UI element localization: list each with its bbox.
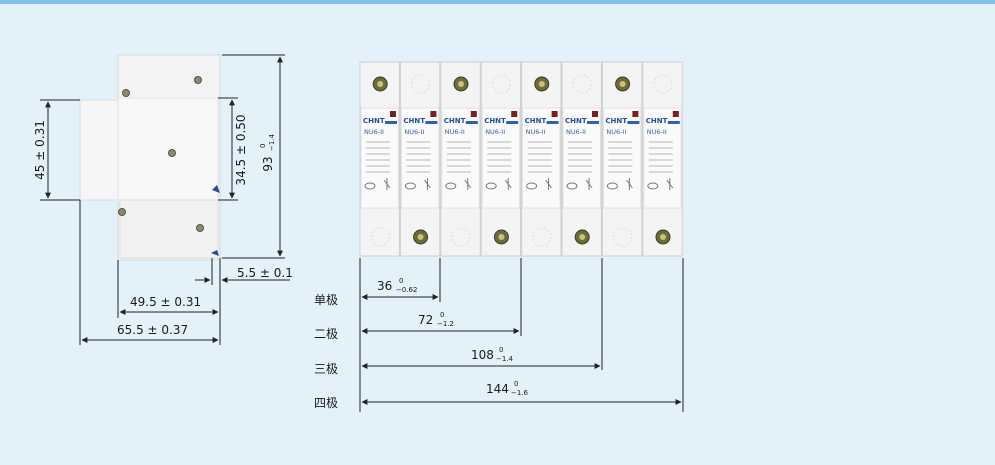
cert-icon	[647, 182, 659, 190]
terminal-cover	[451, 227, 471, 247]
cert-icon	[606, 182, 618, 190]
brand-label: CHNT	[484, 117, 506, 125]
cert-icon	[526, 182, 538, 190]
pole-dim-2: 72 0 −1.2	[418, 311, 454, 328]
pole-label-3: 三极	[314, 362, 338, 376]
pole-dim-3-value: 108	[471, 348, 494, 362]
terminal-cover	[532, 227, 552, 247]
pole-dim-1-tol-lower: −0.62	[396, 286, 417, 294]
pole-dim-lines	[359, 258, 684, 412]
symbol-icon	[424, 178, 431, 190]
top-accent-bar	[0, 0, 995, 4]
cert-icon	[404, 182, 416, 190]
terminal-cover	[572, 74, 592, 94]
pole-label-1: 单极	[314, 293, 338, 307]
module: CHNT NU6-II	[521, 61, 562, 257]
side-view	[79, 54, 221, 261]
model-label: NU6-II	[445, 128, 465, 136]
symbol-icon	[585, 178, 593, 190]
pole-label-2: 二极	[314, 327, 338, 341]
pole-dim-1-value: 36	[377, 279, 392, 293]
model-label: NU6-II	[364, 128, 384, 136]
pole-dim-4-tol-upper: 0	[514, 380, 518, 388]
module: CHNT NU6-II	[642, 61, 683, 257]
side-dim-lines	[40, 54, 290, 345]
cert-icon	[445, 182, 457, 190]
terminal-cover	[491, 74, 511, 94]
brand-label: CHNT	[565, 117, 587, 125]
pole-dim-3-tol-upper: 0	[499, 346, 503, 354]
module: CHNT NU6-II	[440, 61, 481, 257]
model-label: NU6-II	[404, 128, 424, 136]
cert-icon	[485, 182, 497, 190]
dim-height-left: 45 ± 0.31	[33, 120, 47, 180]
brand-label: CHNT	[605, 117, 627, 125]
pole-dim-2-tol-lower: −1.2	[437, 320, 454, 328]
dim-height-total: 93 0 −1.4	[259, 133, 276, 171]
model-label: NU6-II	[606, 128, 626, 136]
dim-height-mid: 34.5 ± 0.50	[234, 114, 248, 185]
brand-label: CHNT	[525, 117, 547, 125]
pole-dim-1-tol-upper: 0	[399, 277, 403, 285]
model-label: NU6-II	[485, 128, 505, 136]
symbol-icon	[504, 178, 512, 190]
dim-height-total-tol-lower: −1.4	[268, 133, 276, 151]
symbol-icon	[383, 178, 391, 190]
pole-dim-4: 144 0 −1.6	[486, 380, 529, 397]
symbol-icon	[545, 178, 552, 190]
brand-label: CHNT	[444, 117, 466, 125]
pole-dim-2-value: 72	[418, 313, 433, 327]
pole-dim-3-tol-lower: −1.4	[496, 355, 514, 363]
pole-dim-1: 36 0 −0.62	[377, 277, 417, 294]
model-label: NU6-II	[526, 128, 546, 136]
dim-width-inner: 49.5 ± 0.31	[130, 295, 201, 309]
module: CHNT NU6-II	[601, 61, 643, 257]
model-label: NU6-II	[566, 128, 586, 136]
pole-dim-3: 108 0 −1.4	[471, 346, 514, 363]
brand-label: CHNT	[363, 117, 385, 125]
pole-label-4: 四极	[314, 396, 338, 410]
cert-icon	[566, 182, 578, 190]
dim-height-total-tol-upper: 0	[259, 144, 267, 148]
module: CHNT NU6-II	[399, 61, 441, 257]
terminal-cover	[653, 74, 673, 94]
pole-dim-4-value: 144	[486, 382, 509, 396]
dim-width-outer: 65.5 ± 0.37	[117, 323, 188, 337]
module: CHNT NU6-II	[359, 61, 400, 257]
terminal-cover	[411, 74, 431, 94]
module: CHNT NU6-II	[561, 61, 602, 257]
terminal-cover	[370, 227, 390, 247]
pole-dim-2-tol-upper: 0	[440, 311, 444, 319]
brand-label: CHNT	[646, 117, 668, 125]
dim-depth-small: 5.5 ± 0.1	[237, 266, 293, 280]
dim-height-total-value: 93	[261, 156, 275, 171]
brand-label: CHNT	[403, 117, 425, 125]
front-view: CHNT NU6-II CHNT NU6-II CHNT NU6-II CHNT NU6-II…	[359, 61, 683, 257]
symbol-icon	[626, 178, 633, 190]
symbol-icon	[666, 178, 674, 190]
terminal-cover	[613, 227, 633, 247]
cert-icon	[364, 182, 376, 190]
module: CHNT NU6-II	[480, 61, 522, 257]
model-label: NU6-II	[647, 128, 667, 136]
pole-dim-4-tol-lower: −1.6	[511, 389, 529, 397]
symbol-icon	[464, 178, 472, 190]
